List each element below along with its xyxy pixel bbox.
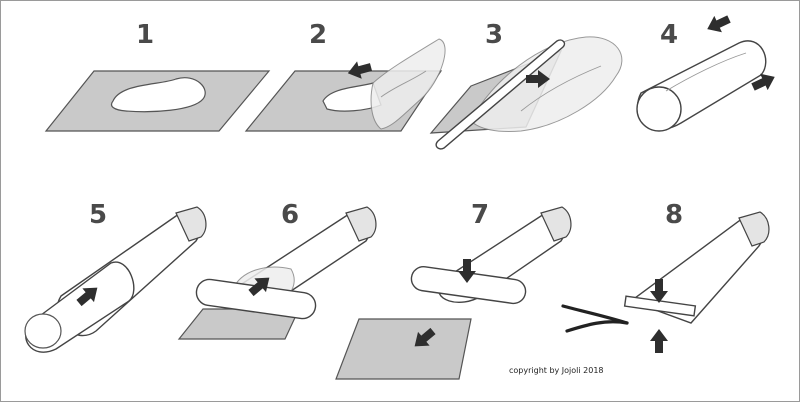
step-1-illustration <box>44 70 271 132</box>
step-5-illustration <box>24 206 207 353</box>
copyright-text: copyright by Jojoli 2018 <box>509 366 604 375</box>
step-8-crimp-bar <box>623 295 697 317</box>
step-7-illustration <box>335 206 572 380</box>
step-number-3: 3 <box>485 20 503 50</box>
step-number-6: 6 <box>281 200 299 230</box>
step-number-8: 8 <box>665 200 683 230</box>
step-5-tube-cap <box>175 206 207 242</box>
step-number-2: 2 <box>309 20 327 50</box>
step-number-4: 4 <box>660 20 678 50</box>
step-6-illustration <box>177 206 377 340</box>
step-8-illustration <box>561 211 770 353</box>
step-3-rod <box>435 39 566 150</box>
step-8-arrow-up-icon <box>650 329 668 353</box>
step-number-1: 1 <box>136 20 154 50</box>
step-number-7: 7 <box>471 200 489 230</box>
step-number-5: 5 <box>89 200 107 230</box>
step-4-illustration <box>636 10 779 132</box>
step-3-illustration <box>429 36 623 150</box>
step-2-illustration <box>244 38 446 132</box>
step-4-arrow-up-icon <box>703 10 733 38</box>
